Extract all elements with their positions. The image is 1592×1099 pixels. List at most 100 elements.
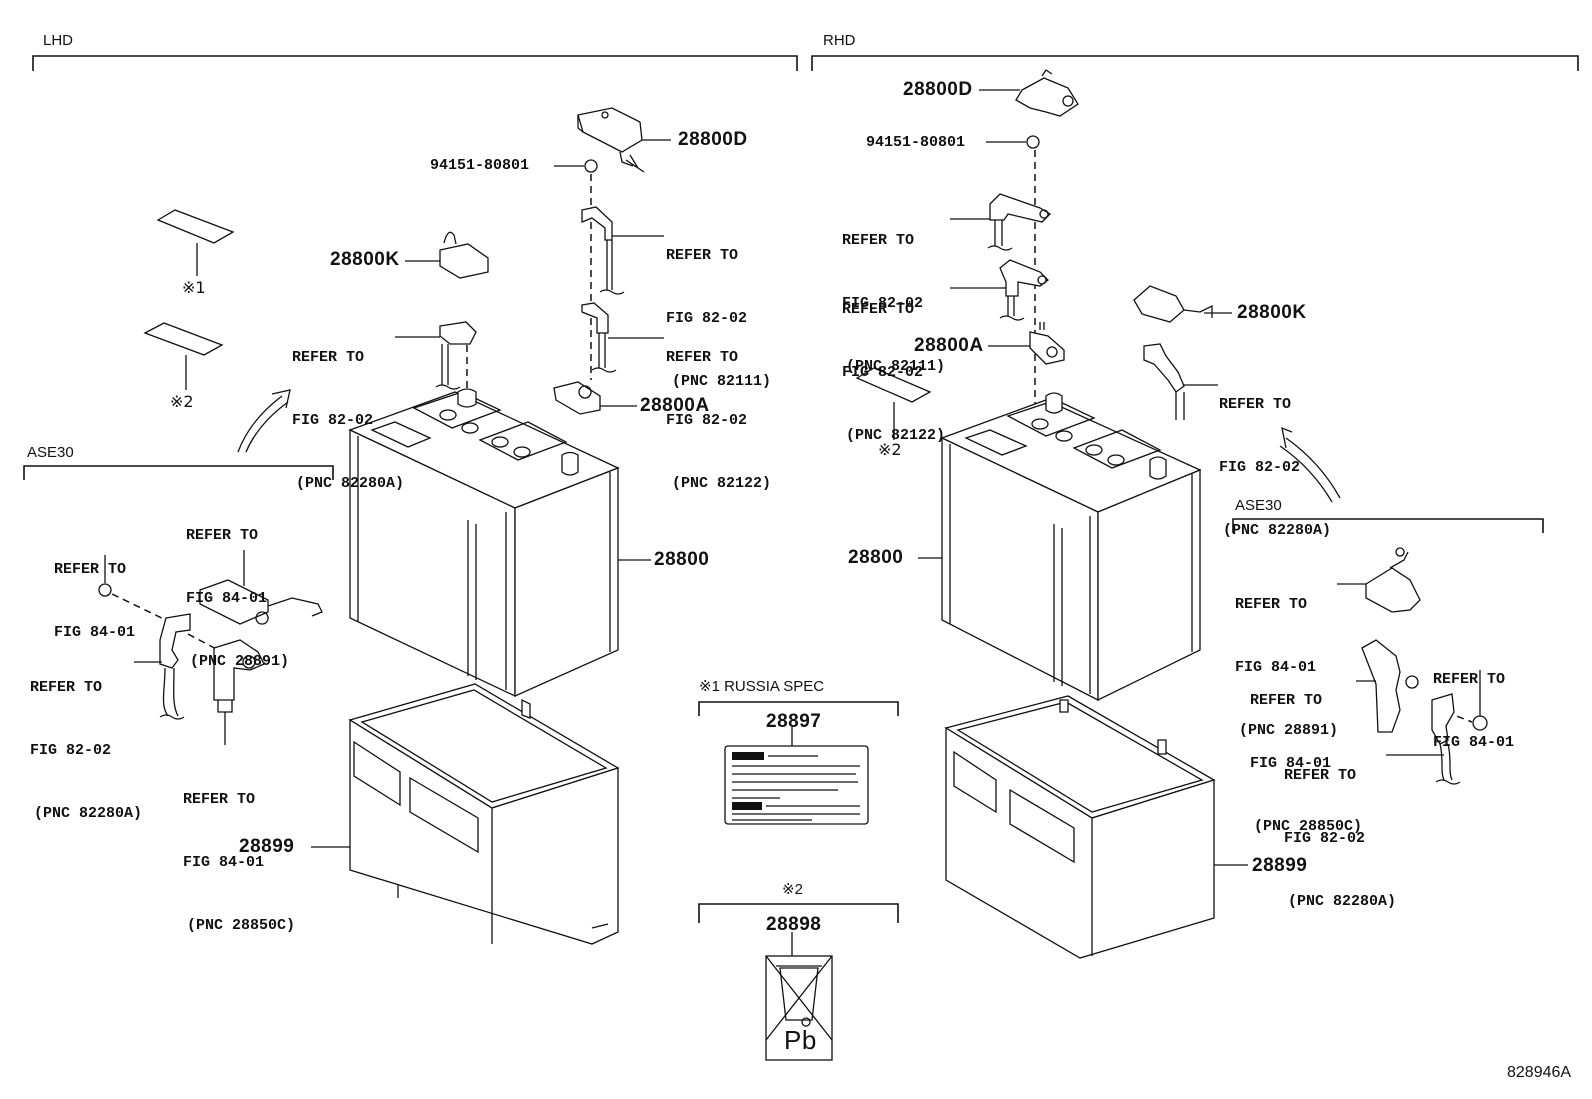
ref-rhd-82122[interactable]: REFER TO FIG 82-02 (PNC 82122) — [842, 257, 945, 467]
ref-line: (PNC 82111) — [846, 358, 946, 375]
ref-line: FIG 82-02 — [30, 742, 112, 759]
ref-lhd-ase-28891[interactable]: REFER TO FIG 84-01 (PNC 28891) — [186, 483, 289, 693]
lhd-label-sheet-1 — [156, 209, 235, 244]
lhd-ase-sensor-28891 — [199, 550, 323, 625]
ref-line: REFER TO — [30, 679, 103, 696]
rhd-tray — [944, 695, 1248, 959]
ref-line: FIG 84-01 — [186, 590, 268, 607]
part-number-28800d-rhd[interactable]: 28800D — [903, 79, 973, 100]
ref-rhd-82111[interactable]: REFER TO FIG 82-02 (PNC 82111) — [842, 188, 945, 398]
lhd-ase-sensor-28850c — [213, 639, 265, 745]
ref-line: FIG 82-02 — [842, 295, 924, 312]
section-rhd-label: RHD — [823, 32, 856, 49]
part-number-28897[interactable]: 28897 — [766, 711, 822, 732]
section-ase30-right-label: ASE30 — [1235, 497, 1282, 514]
ref-line: FIG 84-01 — [1235, 659, 1317, 676]
ref-line: REFER TO — [842, 301, 915, 318]
lhd-cable-82111 — [581, 206, 664, 295]
pb-recycle-label — [765, 955, 833, 1061]
rhd-clamp — [988, 322, 1065, 365]
part-number-28800k-rhd[interactable]: 28800K — [1237, 302, 1307, 323]
ref-line: (PNC 28850C) — [1254, 818, 1363, 835]
ref-line: REFER TO — [1235, 596, 1308, 613]
ref-line: REFER TO — [1284, 767, 1357, 784]
ref-lhd-ase-nut[interactable]: REFER TO FIG 84-01 — [54, 517, 135, 664]
ref-lhd-82280a[interactable]: REFER TO FIG 82-02 (PNC 82280A) — [292, 305, 404, 515]
ase30-left-bracket — [23, 465, 334, 480]
marker-note2-rhd: ※2 — [878, 440, 902, 459]
marker-note1: ※1 — [182, 278, 206, 297]
ref-lhd-82111[interactable]: REFER TO FIG 82-02 (PNC 82111) — [666, 203, 771, 413]
ase30-right-bracket — [1232, 518, 1544, 533]
lhd-ase-terminal-82280a — [134, 613, 191, 720]
lhd-clamp — [553, 381, 637, 415]
ref-rhd-82280a[interactable]: REFER TO FIG 82-02 (PNC 82280A) — [1219, 352, 1331, 562]
rhd-ase-sensor-28850c — [1356, 639, 1419, 733]
section-note2-label: ※2 — [782, 881, 803, 898]
ref-line: REFER TO — [186, 527, 259, 544]
part-number-28800a-rhd[interactable]: 28800A — [914, 335, 984, 356]
ref-line: FIG 82-02 — [292, 412, 374, 429]
rhd-ase-terminal-82280a — [1386, 693, 1461, 785]
part-number-28898[interactable]: 28898 — [766, 914, 822, 935]
lhd-label-sheet-2 — [143, 322, 224, 356]
rhd-cable-82111 — [950, 193, 1052, 251]
ref-line: (PNC 82122) — [846, 427, 946, 444]
russia-spec-bracket — [698, 701, 899, 716]
pb-symbol-text: Pb — [784, 1025, 817, 1055]
ref-line: (PNC 82280A) — [34, 805, 143, 822]
note2-bracket — [698, 903, 899, 923]
ref-line: REFER TO — [1433, 671, 1506, 688]
rhd-terminal-cover — [979, 69, 1079, 117]
part-number-28899-lhd[interactable]: 28899 — [239, 836, 295, 857]
ref-line: REFER TO — [842, 232, 915, 249]
rhd-cover-k — [1133, 285, 1232, 323]
ref-rhd-ase-nut[interactable]: REFER TO FIG 84-01 — [1433, 627, 1514, 774]
ref-line: (PNC 28891) — [1239, 722, 1339, 739]
lhd-bracket — [32, 55, 798, 71]
ref-line: FIG 82-02 — [1219, 459, 1301, 476]
ref-rhd-ase-28850c[interactable]: REFER TO FIG 84-01 (PNC 28850C) — [1250, 648, 1362, 858]
ref-rhd-ase-28891[interactable]: REFER TO FIG 84-01 (PNC 28891) — [1235, 552, 1338, 762]
ref-line: FIG 82-02 — [842, 364, 924, 381]
part-number-28899-rhd[interactable]: 28899 — [1252, 855, 1308, 876]
part-number-94151-lhd[interactable]: 94151-80801 — [430, 157, 530, 174]
part-number-94151-rhd[interactable]: 94151-80801 — [866, 134, 966, 151]
lhd-ase-nut — [98, 583, 112, 597]
ref-line: REFER TO — [1250, 692, 1323, 709]
part-number-28800-rhd[interactable]: 28800 — [848, 547, 904, 568]
lhd-terminal-cover — [577, 107, 671, 173]
diagram-id: 828946A — [1507, 1064, 1572, 1081]
marker-note2: ※2 — [170, 392, 194, 411]
ref-line: REFER TO — [666, 349, 739, 366]
part-number-28800d-lhd[interactable]: 28800D — [678, 129, 748, 150]
part-number-28800a-lhd[interactable]: 28800A — [640, 395, 710, 416]
ref-lhd-82122[interactable]: REFER TO FIG 82-02 (PNC 82122) — [666, 305, 771, 515]
ref-rhd-ase-82280a[interactable]: REFER TO FIG 82-02 (PNC 82280A) — [1284, 723, 1396, 933]
ref-line: (PNC 82280A) — [1288, 893, 1397, 910]
ref-lhd-ase-82280a[interactable]: REFER TO FIG 82-02 (PNC 82280A) — [30, 635, 142, 845]
ref-line: REFER TO — [183, 791, 256, 808]
rhd-label-sheet-2 — [855, 367, 932, 403]
rhd-battery — [918, 392, 1202, 702]
part-number-28800k-lhd[interactable]: 28800K — [330, 249, 400, 270]
ref-lhd-ase-28850c[interactable]: REFER TO FIG 84-01 (PNC 28850C) — [183, 747, 295, 957]
russia-caution-label — [724, 745, 869, 825]
ref-line: FIG 84-01 — [1433, 734, 1515, 751]
lhd-cable-82280a — [395, 321, 477, 390]
ref-line: REFER TO — [666, 247, 739, 264]
rhd-arrow — [1279, 426, 1341, 503]
lhd-cover-k — [405, 231, 489, 279]
ref-line: (PNC 82111) — [672, 373, 772, 390]
lhd-cable-82122 — [581, 302, 664, 373]
lhd-nut — [584, 159, 598, 173]
ref-line: REFER TO — [54, 561, 127, 578]
rhd-bracket — [811, 55, 1579, 71]
ref-line: FIG 82-02 — [666, 310, 748, 327]
part-number-28800-lhd[interactable]: 28800 — [654, 549, 710, 570]
ref-line: REFER TO — [1219, 396, 1292, 413]
ref-line: REFER TO — [292, 349, 365, 366]
ref-line: FIG 82-02 — [666, 412, 748, 429]
rhd-nut — [1026, 135, 1040, 149]
